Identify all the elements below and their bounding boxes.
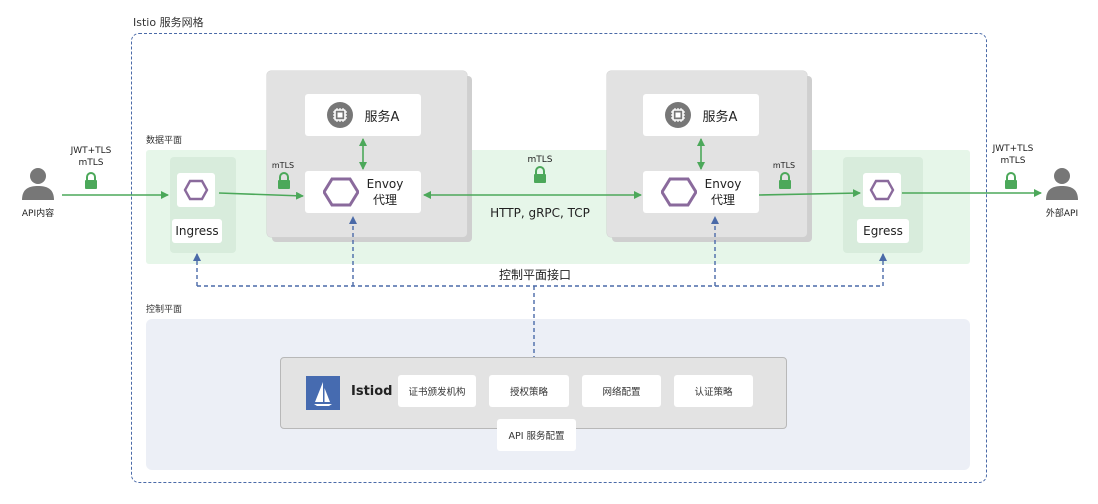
service-a-card-right[interactable]: 服务A <box>643 94 759 136</box>
left-auth-bottom: mTLS <box>78 158 104 168</box>
envoy-label-left: Envoy <box>366 177 404 191</box>
network-config-capability[interactable]: 网络配置 <box>582 375 661 407</box>
protocols-label: HTTP, gRPC, TCP <box>490 206 590 220</box>
proxy-label-left: 代理 <box>372 193 397 207</box>
right-client-label: 外部API <box>1045 209 1079 219</box>
control-plane-label: 控制平面 <box>146 305 183 315</box>
control-interface-label: 控制平面接口 <box>498 268 571 282</box>
ingress-to-envoy-arrow <box>218 191 304 200</box>
user-icon <box>22 168 54 200</box>
egress-hex-card <box>863 173 901 207</box>
lock-icon <box>534 166 546 183</box>
right-auth-top: JWT+TLS <box>992 144 1034 154</box>
envoy-proxy-left[interactable]: Envoy 代理 <box>305 171 421 213</box>
chip-icon <box>326 102 353 128</box>
lock-icon <box>1005 172 1017 189</box>
egress-hexagon-icon <box>869 179 895 201</box>
authn-policy-capability[interactable]: 认证策略 <box>674 375 753 407</box>
lock-icon <box>85 172 97 189</box>
user-icon <box>1046 168 1078 200</box>
service-a-label-left: 服务A <box>364 109 400 125</box>
envoy-proxy-right[interactable]: Envoy 代理 <box>643 171 759 213</box>
envoy-label-right: Envoy <box>704 177 742 191</box>
data-plane-label: 数据平面 <box>146 136 183 146</box>
envoy-to-egress-arrow <box>758 189 861 198</box>
envoy-hexagon-icon <box>322 177 359 207</box>
egress-label: Egress <box>857 219 909 243</box>
right-auth-bottom: mTLS <box>1000 156 1026 166</box>
lock-icon <box>779 172 791 189</box>
proxy-label-right: 代理 <box>710 193 735 207</box>
chip-icon <box>664 102 691 128</box>
egress-mtls-label: mTLS <box>772 161 796 170</box>
ca-capability[interactable]: 证书颁发机构 <box>398 375 476 407</box>
envoy-hexagon-icon <box>660 177 697 207</box>
istio-sail-icon <box>306 376 340 410</box>
ingress-label: Ingress <box>172 219 222 243</box>
mesh-title: Istio 服务网格 <box>133 16 204 29</box>
authz-policy-capability[interactable]: 授权策略 <box>489 375 569 407</box>
lock-icon <box>278 172 290 189</box>
service-a-card-left[interactable]: 服务A <box>305 94 421 136</box>
ingress-mtls-label: mTLS <box>271 161 295 170</box>
left-auth-top: JWT+TLS <box>70 146 112 156</box>
ingress-hex-card <box>177 173 215 207</box>
api-config-capability[interactable]: API 服务配置 <box>497 419 576 451</box>
service-mesh-boundary <box>131 33 987 483</box>
left-client-label: API内容 <box>21 209 55 219</box>
istiod-label: Istiod <box>351 384 393 399</box>
ingress-hexagon-icon <box>183 179 209 201</box>
proxy-mtls-label: mTLS <box>527 155 553 165</box>
service-a-label-right: 服务A <box>702 109 738 125</box>
